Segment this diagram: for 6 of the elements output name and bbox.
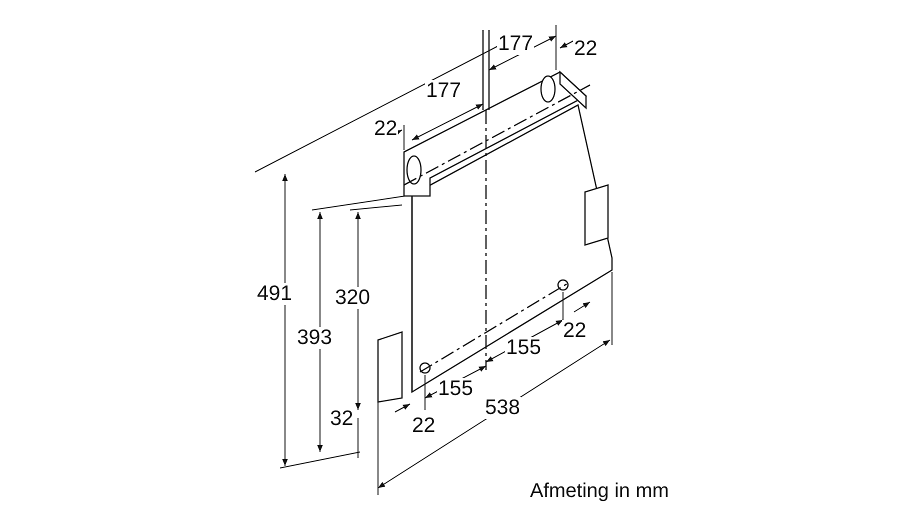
dimension-label: 538 [484, 397, 522, 419]
caption: Afmeting in mm [530, 480, 669, 502]
dimension-label: 491 [256, 283, 294, 305]
dimension-label: 177 [497, 33, 534, 55]
dimension-label: 320 [334, 287, 372, 309]
dimension-label: 393 [296, 327, 334, 349]
